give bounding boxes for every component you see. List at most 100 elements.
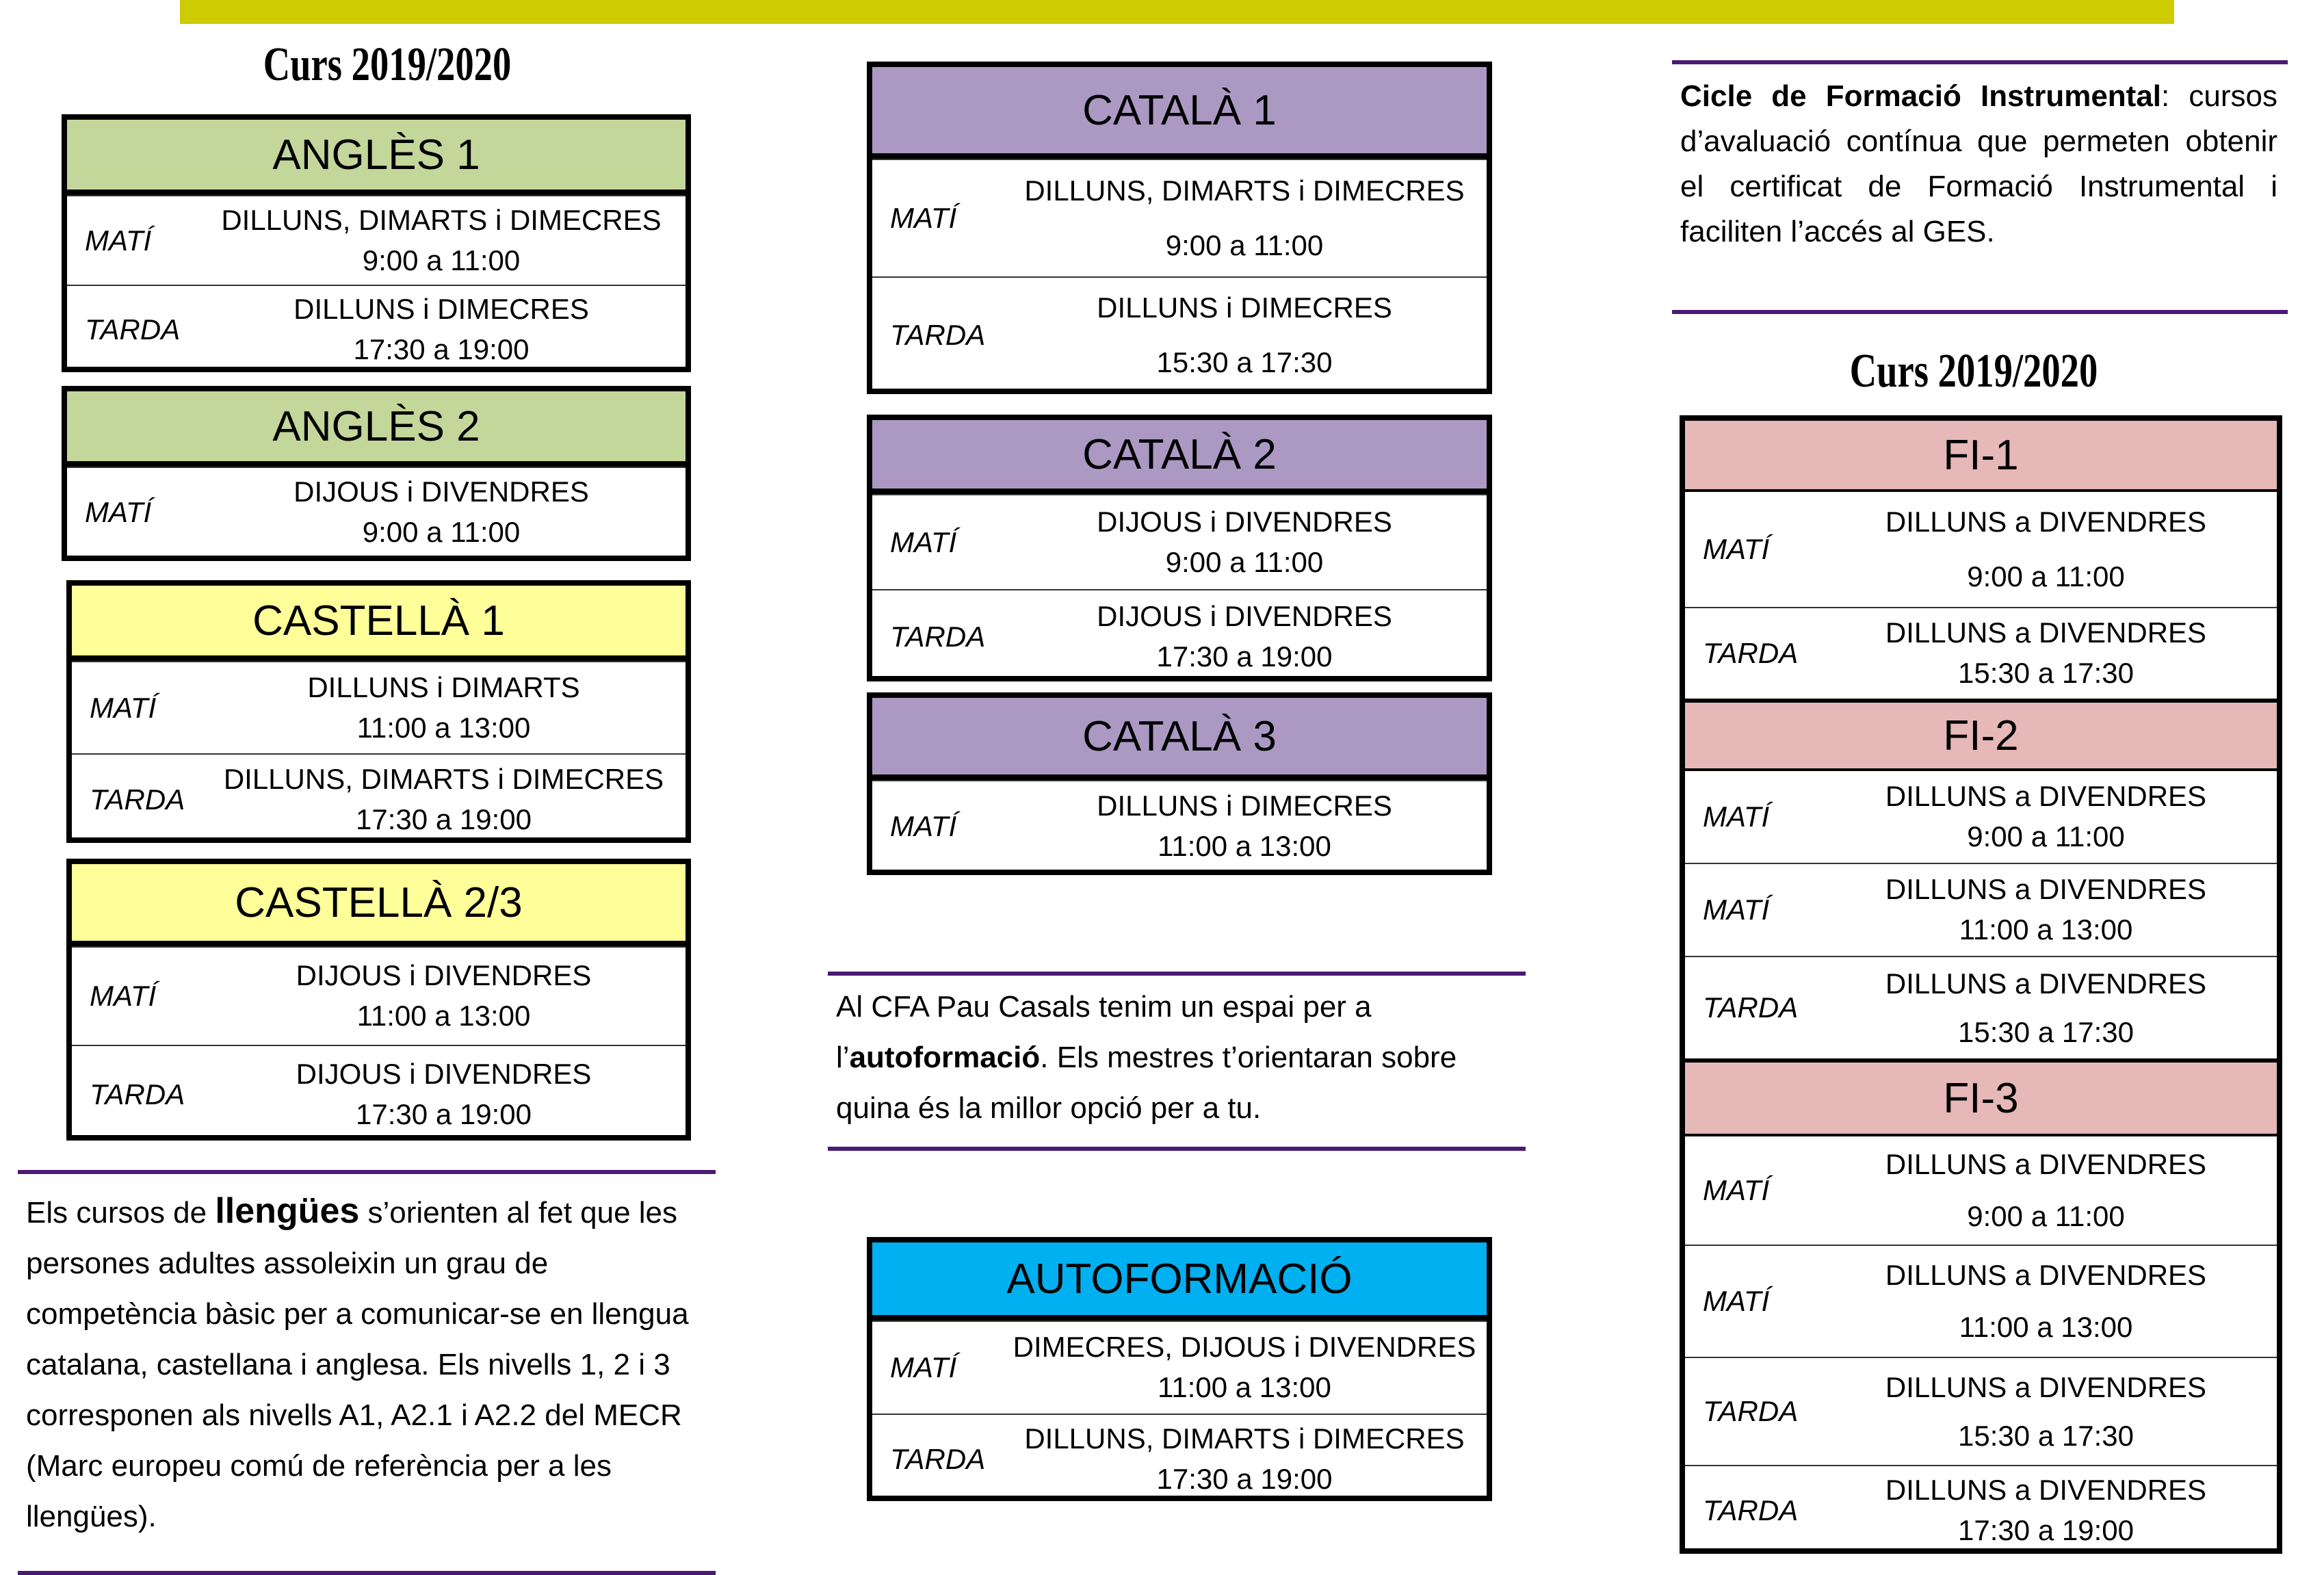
shift-label: MATÍ: [1703, 1285, 1770, 1317]
course-title: CASTELLÀ 2/3: [72, 864, 686, 946]
divider-line: [828, 972, 1526, 976]
course-title: CASTELLÀ 1: [72, 586, 686, 661]
divider-line: [828, 1147, 1526, 1151]
shift-label: MATÍ: [85, 224, 152, 257]
shift-label: MATÍ: [890, 525, 957, 558]
shift-label: TARDA: [1703, 1395, 1799, 1427]
shift-label: TARDA: [890, 1443, 986, 1475]
shift-label: MATÍ: [890, 1351, 957, 1383]
shift-label: MATÍ: [90, 980, 157, 1012]
course-title: ANGLÈS 1: [67, 120, 686, 195]
shift-label: MATÍ: [85, 496, 152, 528]
divider-line: [18, 1170, 716, 1174]
divider-line: [18, 1571, 716, 1575]
course-title: CATALÀ 1: [872, 67, 1487, 159]
course-title: CATALÀ 2: [872, 420, 1487, 494]
shift-label: TARDA: [90, 783, 185, 816]
shift-label: TARDA: [890, 620, 986, 653]
shift-label: TARDA: [85, 313, 181, 346]
shift-label: MATÍ: [90, 691, 157, 724]
shift-label: MATÍ: [890, 809, 957, 842]
fi-level-title: FI-1: [1685, 421, 2277, 492]
course-title: AUTOFORMACIÓ: [872, 1242, 1487, 1320]
divider-line: [1672, 310, 2288, 314]
shift-label: TARDA: [1703, 1494, 1799, 1526]
shift-label: TARDA: [1703, 991, 1799, 1024]
shift-label: MATÍ: [1703, 533, 1770, 565]
right-course-year-title: Curs 2019/2020: [1849, 345, 2098, 398]
course-card-angles-1: ANGLÈS 1 MATÍ DILLUNS, DIMARTS i DIMECRE…: [62, 114, 691, 372]
top-accent-bar: [180, 0, 2174, 24]
shift-label: TARDA: [890, 319, 986, 351]
shift-label: MATÍ: [1703, 800, 1770, 833]
shift-label: MATÍ: [1703, 894, 1770, 926]
fi-level-title: FI-2: [1685, 699, 2277, 771]
shift-label: TARDA: [1703, 637, 1799, 669]
shift-label: MATÍ: [890, 202, 957, 234]
shift-label: TARDA: [90, 1078, 185, 1110]
languages-info-text: Els cursos de llengües s’orienten al fet…: [26, 1191, 689, 1533]
autoformacio-info-text: Al CFA Pau Casals tenim un espai per a l…: [836, 990, 1457, 1125]
shift-label: MATÍ: [1703, 1174, 1770, 1206]
course-title: ANGLÈS 2: [67, 391, 686, 467]
fi-level-title: FI-3: [1685, 1058, 2277, 1136]
course-title: CATALÀ 3: [872, 698, 1487, 780]
course-card-catala-1: CATALÀ 1 MATÍ DILLUNS, DIMARTS i DIMECRE…: [867, 62, 1492, 394]
divider-line: [1672, 60, 2288, 64]
left-course-year-title: Curs 2019/2020: [263, 38, 512, 91]
fi-cycle-info-text: Cicle de Formació Instrumental: cursos d…: [1680, 79, 2277, 248]
course-card-autoformacio: AUTOFORMACIÓ MATÍ DIMECRES, DIJOUS i DIV…: [867, 1237, 1492, 1501]
